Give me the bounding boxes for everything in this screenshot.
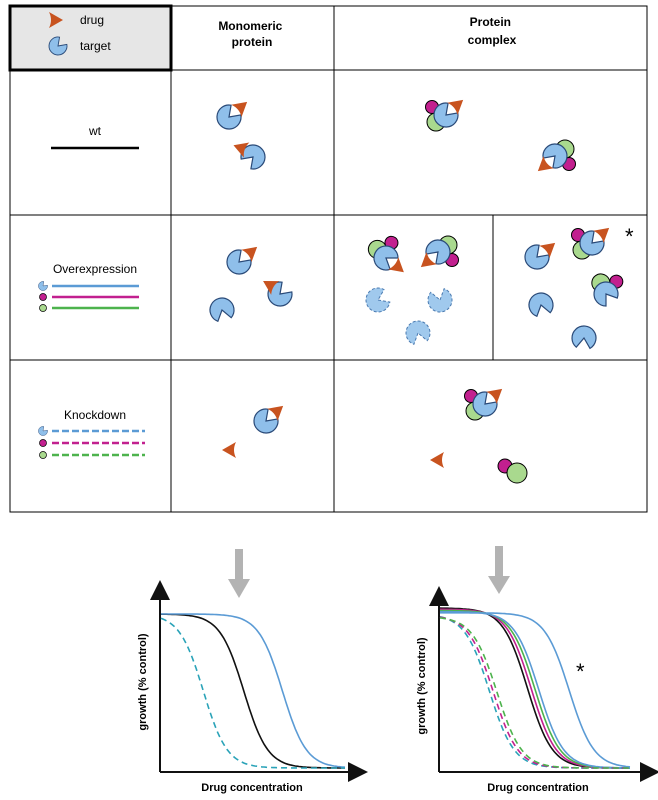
- drug-icon: [267, 405, 284, 421]
- down-arrow-right: [488, 546, 510, 594]
- grid-table: [8, 4, 648, 513]
- chart-asterisk: *: [576, 659, 585, 684]
- target-subunit: [425, 239, 451, 265]
- green-subunit: [506, 462, 528, 484]
- kd-magenta-dot: [39, 439, 47, 447]
- target-icon: [226, 249, 252, 275]
- y-axis-label: growth (% control): [416, 637, 428, 734]
- protein-complex: [425, 99, 464, 132]
- header-monomeric: Monomeric protein: [218, 19, 285, 49]
- legend: drug target: [48, 12, 111, 56]
- curve-solid-0: [161, 613, 345, 769]
- drug-icon: [593, 227, 610, 243]
- target-legend-label: target: [80, 39, 111, 53]
- target-subunit: [542, 143, 568, 169]
- drug-icon: [420, 252, 437, 268]
- drug-icon: [539, 242, 556, 258]
- protein-complex: [591, 273, 624, 307]
- oe-target-mini-icon: [38, 281, 48, 291]
- overexpression-genes: [38, 281, 139, 312]
- target-subunit: [593, 281, 619, 307]
- curves: [160, 613, 346, 769]
- oe-complex-cell-right: *: [524, 224, 634, 350]
- curve-dashed-7: [439, 617, 630, 769]
- oe-magenta-dot: [39, 293, 47, 301]
- drug-icon: [222, 442, 236, 458]
- x-axis-label: Drug concentration: [201, 782, 303, 794]
- protein-complex: [571, 227, 610, 260]
- row-label-wt: wt: [88, 124, 102, 138]
- oe-monomeric-cell: [209, 246, 293, 323]
- target-icon: [524, 244, 550, 270]
- kd-complex-cell: [430, 388, 528, 484]
- unbound-target-icon: [365, 287, 391, 313]
- protein-complex: [420, 235, 459, 268]
- curve-solid-4: [440, 612, 631, 768]
- target-subunit: [472, 391, 498, 417]
- row-label-overexpression: Overexpression: [53, 262, 137, 276]
- drug-legend-icon: [49, 12, 63, 28]
- target-icon: [253, 408, 279, 434]
- curve-dashed-6: [439, 616, 630, 769]
- wt-monomeric-cell: [216, 101, 266, 170]
- curve-solid-1: [161, 613, 346, 768]
- drug-icon: [388, 257, 404, 273]
- oe-complex-cell-left: [365, 235, 459, 345]
- target-icon: [209, 297, 235, 323]
- drug-icon: [430, 452, 444, 468]
- target-icon: [528, 292, 554, 318]
- target-subunit: [579, 230, 605, 256]
- header-complex-line2: complex: [468, 33, 517, 47]
- row-label-knockdown: Knockdown: [64, 408, 126, 422]
- header-complex-line1: Protein: [470, 15, 511, 29]
- chart-complex: Drug concentration growth (% control) *: [416, 586, 658, 794]
- kd-target-mini-icon: [38, 426, 48, 436]
- knockdown-genes: [38, 426, 145, 459]
- asterisk-mark: *: [625, 224, 634, 249]
- protein-complex: [537, 139, 576, 172]
- curves: [439, 607, 631, 769]
- drug-icon: [241, 246, 258, 262]
- protein-complex: [464, 388, 503, 421]
- oe-green-dot: [39, 304, 47, 312]
- header-monomeric-line2: protein: [232, 35, 273, 49]
- down-arrow-left: [228, 549, 250, 598]
- target-legend-icon: [48, 36, 68, 56]
- kd-green-dot: [39, 451, 47, 459]
- header-monomeric-line1: Monomeric: [218, 19, 282, 33]
- drug-icon: [537, 156, 554, 172]
- target-subunit: [373, 245, 399, 271]
- drug-icon: [486, 388, 503, 404]
- drug-legend-label: drug: [80, 13, 104, 27]
- drug-icon: [447, 99, 464, 115]
- curve-dashed-5: [439, 616, 630, 769]
- table-border: [9, 5, 648, 513]
- protein-complex: [367, 235, 404, 273]
- target-icon: [216, 104, 242, 130]
- unbound-target-icon: [427, 288, 453, 313]
- y-axis-label: growth (% control): [137, 633, 149, 730]
- legend-cell: [8, 4, 173, 72]
- x-axis-label: Drug concentration: [487, 782, 589, 794]
- drug-icon: [263, 281, 280, 295]
- wt-complex-cell: [425, 99, 576, 172]
- unbound-target-icon: [405, 320, 431, 345]
- drug-icon: [231, 101, 248, 117]
- drug-icon: [233, 142, 250, 158]
- target-subunit: [433, 102, 459, 128]
- target-icon: [571, 325, 597, 350]
- kd-monomeric-cell: [222, 405, 284, 458]
- curve-dashed-2: [160, 617, 345, 769]
- header-complex: Protein complex: [468, 15, 517, 47]
- chart-monomeric: Drug concentration growth (% control): [137, 580, 368, 794]
